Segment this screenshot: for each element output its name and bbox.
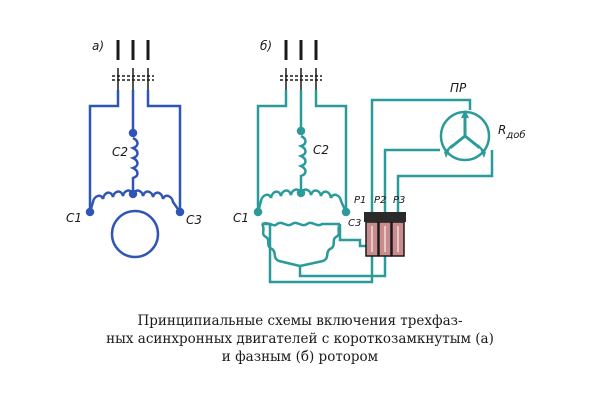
winding-a-c1 <box>88 189 135 213</box>
rheostat-pointer-top <box>461 110 469 118</box>
caption-line-2: ных асинхронных двигателей с короткозамк… <box>106 331 494 347</box>
rheostat-arms <box>449 118 481 150</box>
ring-p1-label: P1 <box>354 195 366 206</box>
ring-lead-p2 <box>383 148 440 212</box>
terminal-dot-b-c2 <box>296 126 306 136</box>
terminal-b-c1-label: C1 <box>233 211 249 225</box>
winding-b-c3 <box>299 188 348 213</box>
diagram-a <box>85 40 185 259</box>
diagram-a-tag: а) <box>92 39 104 53</box>
brush-p1-cap <box>364 212 380 222</box>
ring-p3-label: P3 <box>393 195 405 206</box>
terminal-dot-b-c1 <box>253 207 263 217</box>
terminal-dot-a-c1 <box>85 207 95 217</box>
rotor-winding-top <box>261 221 340 227</box>
rotor-lead-2 <box>298 252 387 278</box>
rotor-winding-right <box>299 223 342 268</box>
rotor-winding-left <box>260 223 301 268</box>
terminal-dot-a-c2 <box>128 128 138 138</box>
terminal-dot-b-c3 <box>341 207 351 217</box>
winding-b-c2 <box>297 134 307 192</box>
caption-line-3: и фазным (б) ротором <box>221 349 379 365</box>
switch-b <box>280 68 322 90</box>
rheostat-pointer-left <box>444 144 452 158</box>
ring-p2-label: P2 <box>374 195 386 206</box>
terminal-dot-a-c3 <box>175 207 185 217</box>
terminal-b-c2-label: C2 <box>313 143 329 157</box>
supply-lines-a <box>116 40 150 60</box>
wire-b-right <box>314 90 348 210</box>
brush-p3-cap <box>390 212 406 222</box>
ring-lead-p1 <box>370 98 472 212</box>
wire-a-right <box>146 90 182 210</box>
terminal-a-c1-label: C1 <box>66 211 82 225</box>
star-point-a <box>128 189 138 199</box>
rotor-a <box>110 209 160 259</box>
caption-line-1: Принципиальные схемы включения трехфаз- <box>137 313 463 329</box>
terminal-b-c3-label: C3 <box>348 218 361 229</box>
winding-a-c3 <box>131 189 182 213</box>
slip-ring-brushes <box>364 212 406 257</box>
terminal-a-c2-label: C2 <box>112 145 128 159</box>
ring-lead-p3 <box>396 150 494 212</box>
supply-lines-b <box>284 40 318 60</box>
figure-caption: Принципиальные схемы включения трехфаз- … <box>60 312 540 366</box>
switch-pr-label: ПР <box>450 81 467 95</box>
resistor-label: Rдоб <box>498 123 526 141</box>
rheostat-pointer-right <box>478 144 486 158</box>
rotor-lead-1 <box>262 222 374 284</box>
star-point-b <box>296 188 306 198</box>
winding-b-c1 <box>256 188 303 213</box>
terminal-a-c3-label: C3 <box>186 213 202 227</box>
switch-a <box>112 68 154 90</box>
wire-b-left <box>256 90 288 210</box>
winding-a-c2 <box>129 136 139 193</box>
wire-a-left <box>88 90 120 210</box>
diagram-b <box>253 40 494 284</box>
diagram-b-tag: б) <box>260 39 272 53</box>
brush-p2-cap <box>377 212 393 222</box>
